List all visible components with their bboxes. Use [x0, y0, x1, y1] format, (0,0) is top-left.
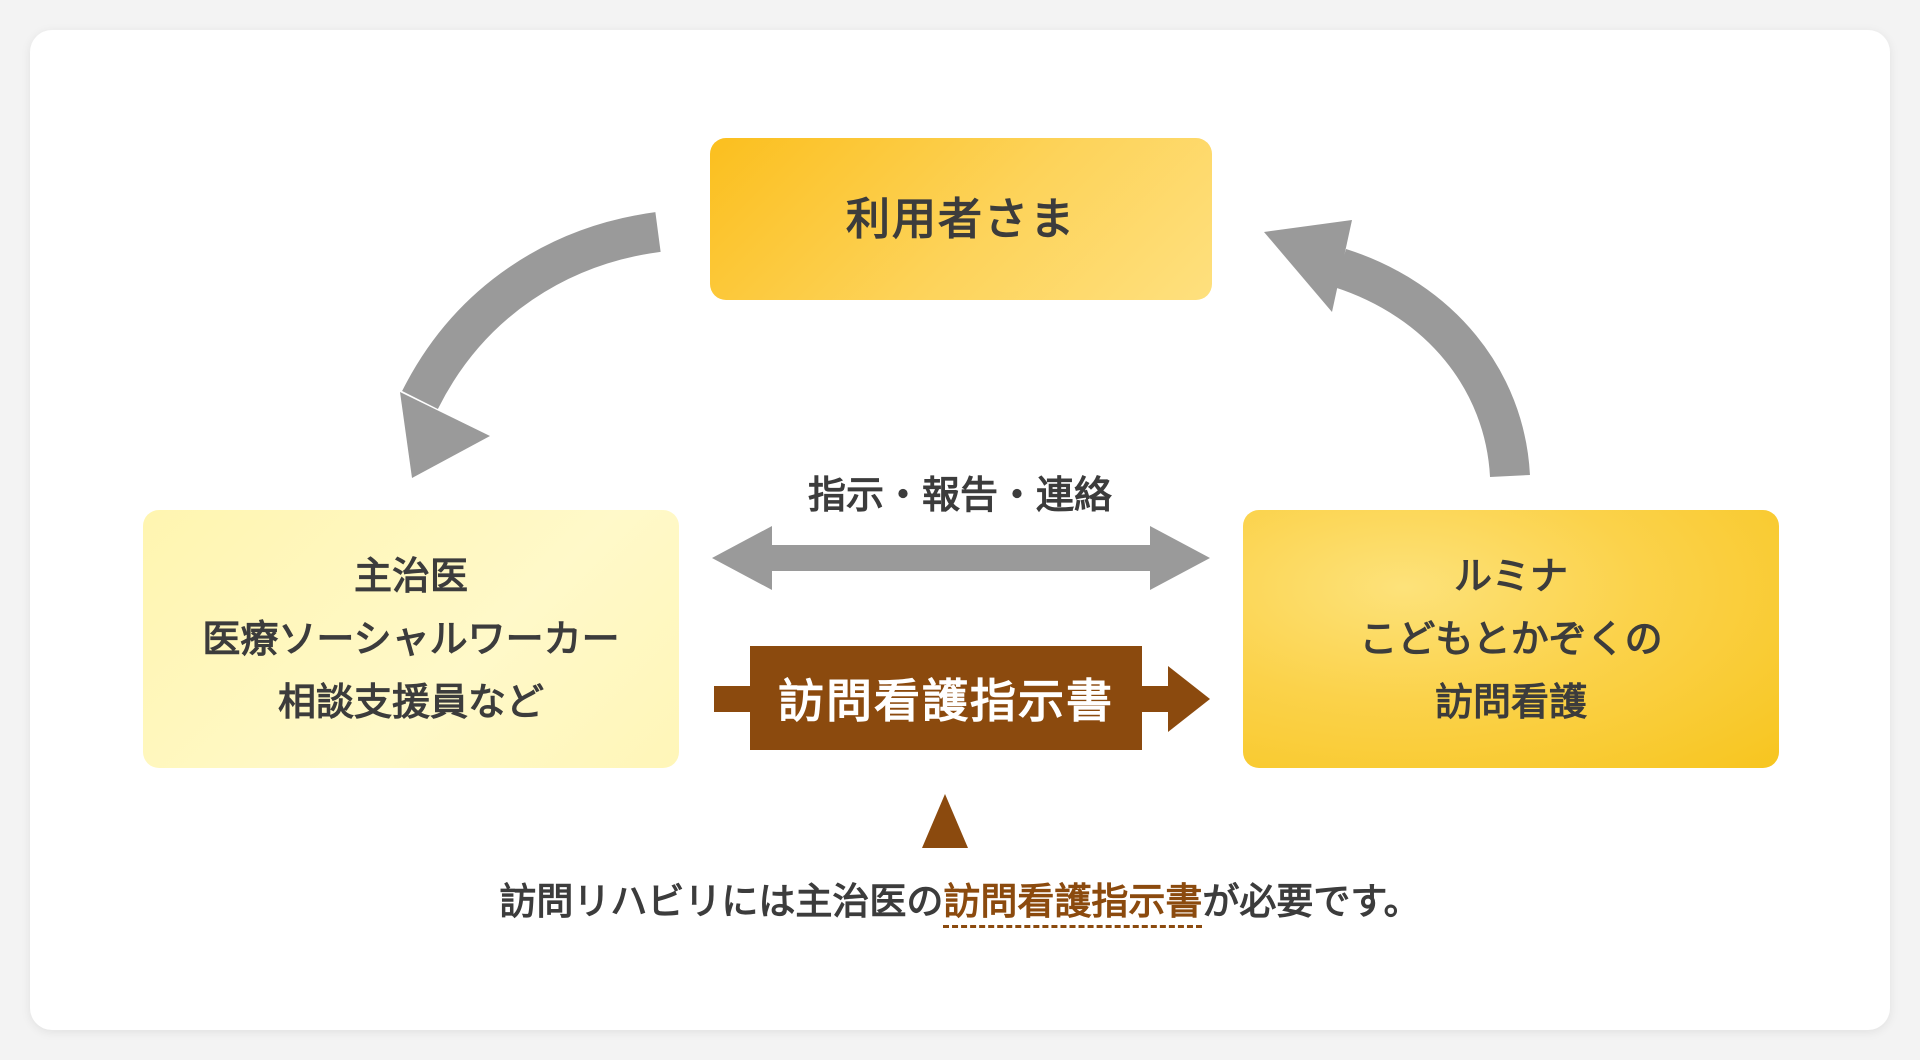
lumina-box-line-1: ルミナ	[1453, 553, 1568, 598]
note-text-before: 訪問リハビリには主治医の	[499, 880, 944, 923]
consult-speech-bubble: 相談	[283, 152, 471, 332]
rehab-arrow-shaft	[1333, 248, 1530, 478]
comm-arrow-head-left	[712, 526, 772, 590]
consult-arrow-head	[400, 392, 490, 478]
doctor-box-line-3: 相談支援員など	[277, 679, 544, 724]
lumina-box-line-2: こどもとかぞくの	[1359, 616, 1663, 661]
note-text-after: が必要です。	[1202, 880, 1421, 923]
rehab-arrow-head	[1264, 220, 1352, 312]
doctor-box-line-2: 医療ソーシャルワーカー	[202, 616, 620, 661]
communication-label: 指示・報告・連絡	[807, 473, 1112, 517]
lumina-box-line-3: 訪問看護	[1434, 679, 1587, 724]
order-arrow-head	[1168, 666, 1210, 732]
note-highlight: 訪問看護指示書	[943, 880, 1203, 928]
rehab-bubble-line-2: リハビリ	[1494, 247, 1639, 288]
user-box: 利用者さま	[710, 138, 1212, 300]
rehab-speech-bubble: 訪問 リハビリ	[1465, 152, 1657, 332]
consult-bubble-label: 相談	[329, 221, 417, 272]
order-arrow-body	[750, 646, 1142, 750]
consult-arrow-shaft	[402, 212, 661, 410]
comm-arrow-head-right	[1150, 526, 1210, 590]
note-pointer-triangle	[922, 794, 968, 848]
comm-arrow-shaft	[760, 545, 1160, 571]
user-box-label: 利用者さま	[846, 193, 1076, 245]
lumina-box: ルミナ こどもとかぞくの 訪問看護	[1243, 510, 1779, 768]
requirement-note: 訪問リハビリには主治医の訪問看護指示書が必要です。	[200, 874, 1720, 930]
doctor-box: 主治医 医療ソーシャルワーカー 相談支援員など	[143, 510, 679, 768]
order-arrow-tail	[714, 686, 754, 712]
rehab-bubble-line-1: 訪問	[1524, 194, 1609, 243]
doctor-box-line-1: 主治医	[353, 553, 468, 598]
order-label: 訪問看護指示書	[778, 674, 1114, 728]
